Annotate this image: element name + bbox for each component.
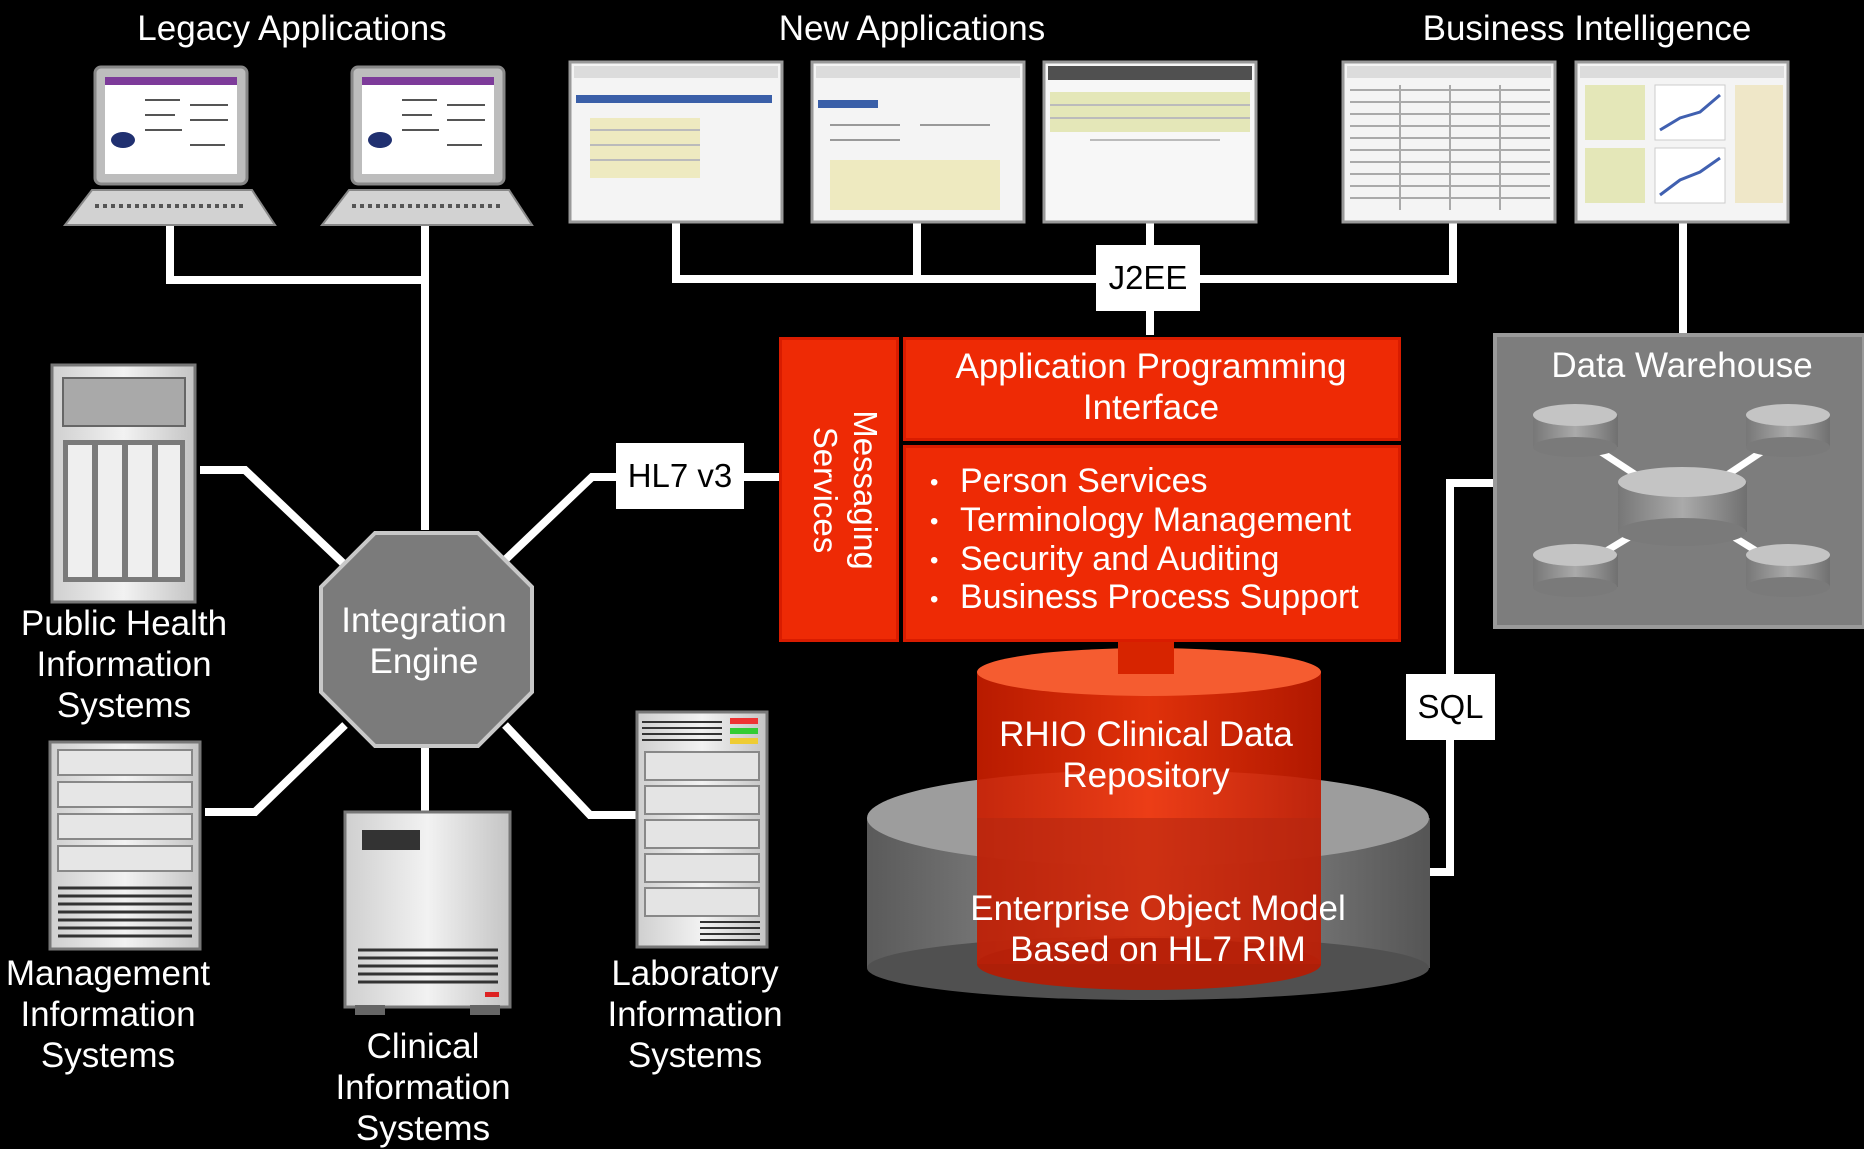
management-server-icon xyxy=(48,740,202,951)
warehouse-cylinder-tl-icon xyxy=(1533,404,1618,457)
warehouse-cylinder-center-icon xyxy=(1618,467,1747,546)
laboratory-rack-icon xyxy=(635,710,769,949)
bi-screen-2-icon xyxy=(1574,60,1790,224)
service-item: Person Services xyxy=(930,462,1359,502)
api-block xyxy=(903,337,1401,441)
data-warehouse-box xyxy=(1493,333,1864,629)
core-services-list: Person Services Terminology Management S… xyxy=(930,462,1359,618)
new-applications-title: New Applications xyxy=(778,9,1046,48)
messaging-services-block xyxy=(779,337,899,642)
new-apps-connector xyxy=(672,222,1457,335)
warehouse-cylinder-bl-icon xyxy=(1533,544,1618,597)
new-app-screen-3-icon xyxy=(1042,60,1258,224)
service-item: Terminology Management xyxy=(930,501,1359,541)
data-warehouse-title: Data Warehouse xyxy=(1551,346,1813,385)
business-intelligence-title: Business Intelligence xyxy=(1422,9,1752,48)
laboratory-connector xyxy=(502,722,640,819)
new-app-screen-1-icon xyxy=(568,60,784,224)
legacy-laptop-2-icon xyxy=(319,65,534,226)
management-connector xyxy=(205,722,348,816)
bi-screen-1-icon xyxy=(1341,60,1557,224)
service-item: Business Process Support xyxy=(930,579,1359,618)
warehouse-cylinder-br-icon xyxy=(1746,544,1830,597)
public-health-server-icon xyxy=(50,363,197,604)
public-health-connector xyxy=(200,466,348,568)
warehouse-cylinder-tr-icon xyxy=(1746,404,1830,457)
hl7-tag: HL7 v3 xyxy=(616,443,744,509)
clinical-tower-icon xyxy=(343,810,512,1015)
service-item: Security and Auditing xyxy=(930,540,1359,580)
integration-engine-octagon xyxy=(319,531,534,748)
legacy-connector xyxy=(166,226,429,530)
j2ee-tag: J2EE xyxy=(1096,245,1200,311)
legacy-laptop-1-icon xyxy=(62,65,277,226)
sql-tag: SQL xyxy=(1406,674,1495,740)
legacy-applications-title: Legacy Applications xyxy=(137,9,447,48)
new-app-screen-2-icon xyxy=(810,60,1026,224)
repository-cylinder xyxy=(977,638,1321,990)
